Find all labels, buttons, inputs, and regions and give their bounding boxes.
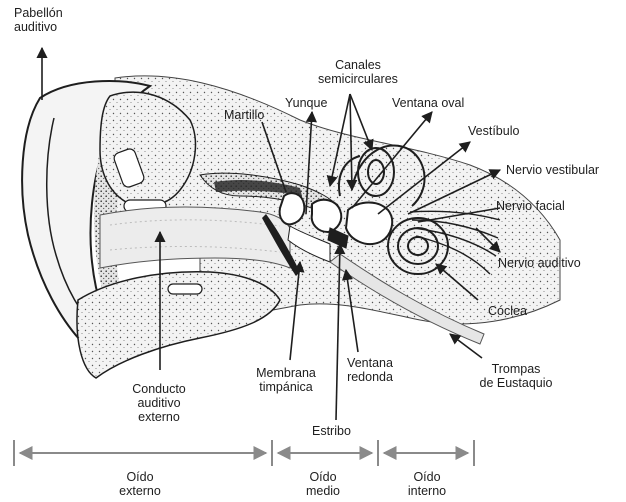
section-externo-line2: externo [100,484,180,498]
section-interno-line2: interno [392,484,462,498]
section-oido-externo: Oído externo [100,470,180,498]
section-interno-line1: Oído [392,470,462,484]
anvil-bone [312,200,342,232]
label-nervio-auditivo: Nervio auditivo [498,256,581,270]
cartilage-slot-lower [168,284,202,294]
label-yunque: Yunque [285,96,327,110]
label-trompas-de-eustaquio: Trompas de Eustaquio [464,362,568,390]
hammer-bone [280,193,305,224]
section-medio-line2: medio [290,484,356,498]
label-pabellon-line1: Pabellón [14,6,63,20]
label-pabellon-line2: auditivo [14,20,63,34]
label-ventana-redonda-line2: redonda [334,370,406,384]
label-trompas-line1: Trompas [464,362,568,376]
label-ventana-redonda: Ventana redonda [334,356,406,384]
label-ventana-redonda-line1: Ventana [334,356,406,370]
label-estribo: Estribo [312,424,351,438]
label-canales-semicirculares: Canales semicirculares [300,58,416,86]
section-medio-line1: Oído [290,470,356,484]
ear-canal [100,207,290,268]
label-martillo: Martillo [224,108,264,122]
section-oido-interno: Oído interno [392,470,462,498]
label-conducto-line1: Conducto [118,382,200,396]
label-membrana-line2: timpánica [246,380,326,394]
label-conducto-auditivo-externo: Conducto auditivo externo [118,382,200,424]
label-nervio-facial: Nervio facial [496,199,565,213]
label-vestibulo: Vestíbulo [468,124,519,138]
section-brackets [14,440,474,466]
label-coclea: Cóclea [488,304,527,318]
section-oido-medio: Oído medio [290,470,356,498]
label-conducto-line3: externo [118,410,200,424]
label-ventana-oval: Ventana oval [392,96,464,110]
label-trompas-line2: de Eustaquio [464,376,568,390]
section-externo-line1: Oído [100,470,180,484]
label-pabellon-auditivo: Pabellón auditivo [14,6,63,34]
label-nervio-vestibular: Nervio vestibular [506,163,599,177]
label-conducto-line2: auditivo [118,396,200,410]
label-canales-line1: Canales [300,58,416,72]
label-membrana-line1: Membrana [246,366,326,380]
label-membrana-timpanica: Membrana timpánica [246,366,326,394]
label-canales-line2: semicirculares [300,72,416,86]
